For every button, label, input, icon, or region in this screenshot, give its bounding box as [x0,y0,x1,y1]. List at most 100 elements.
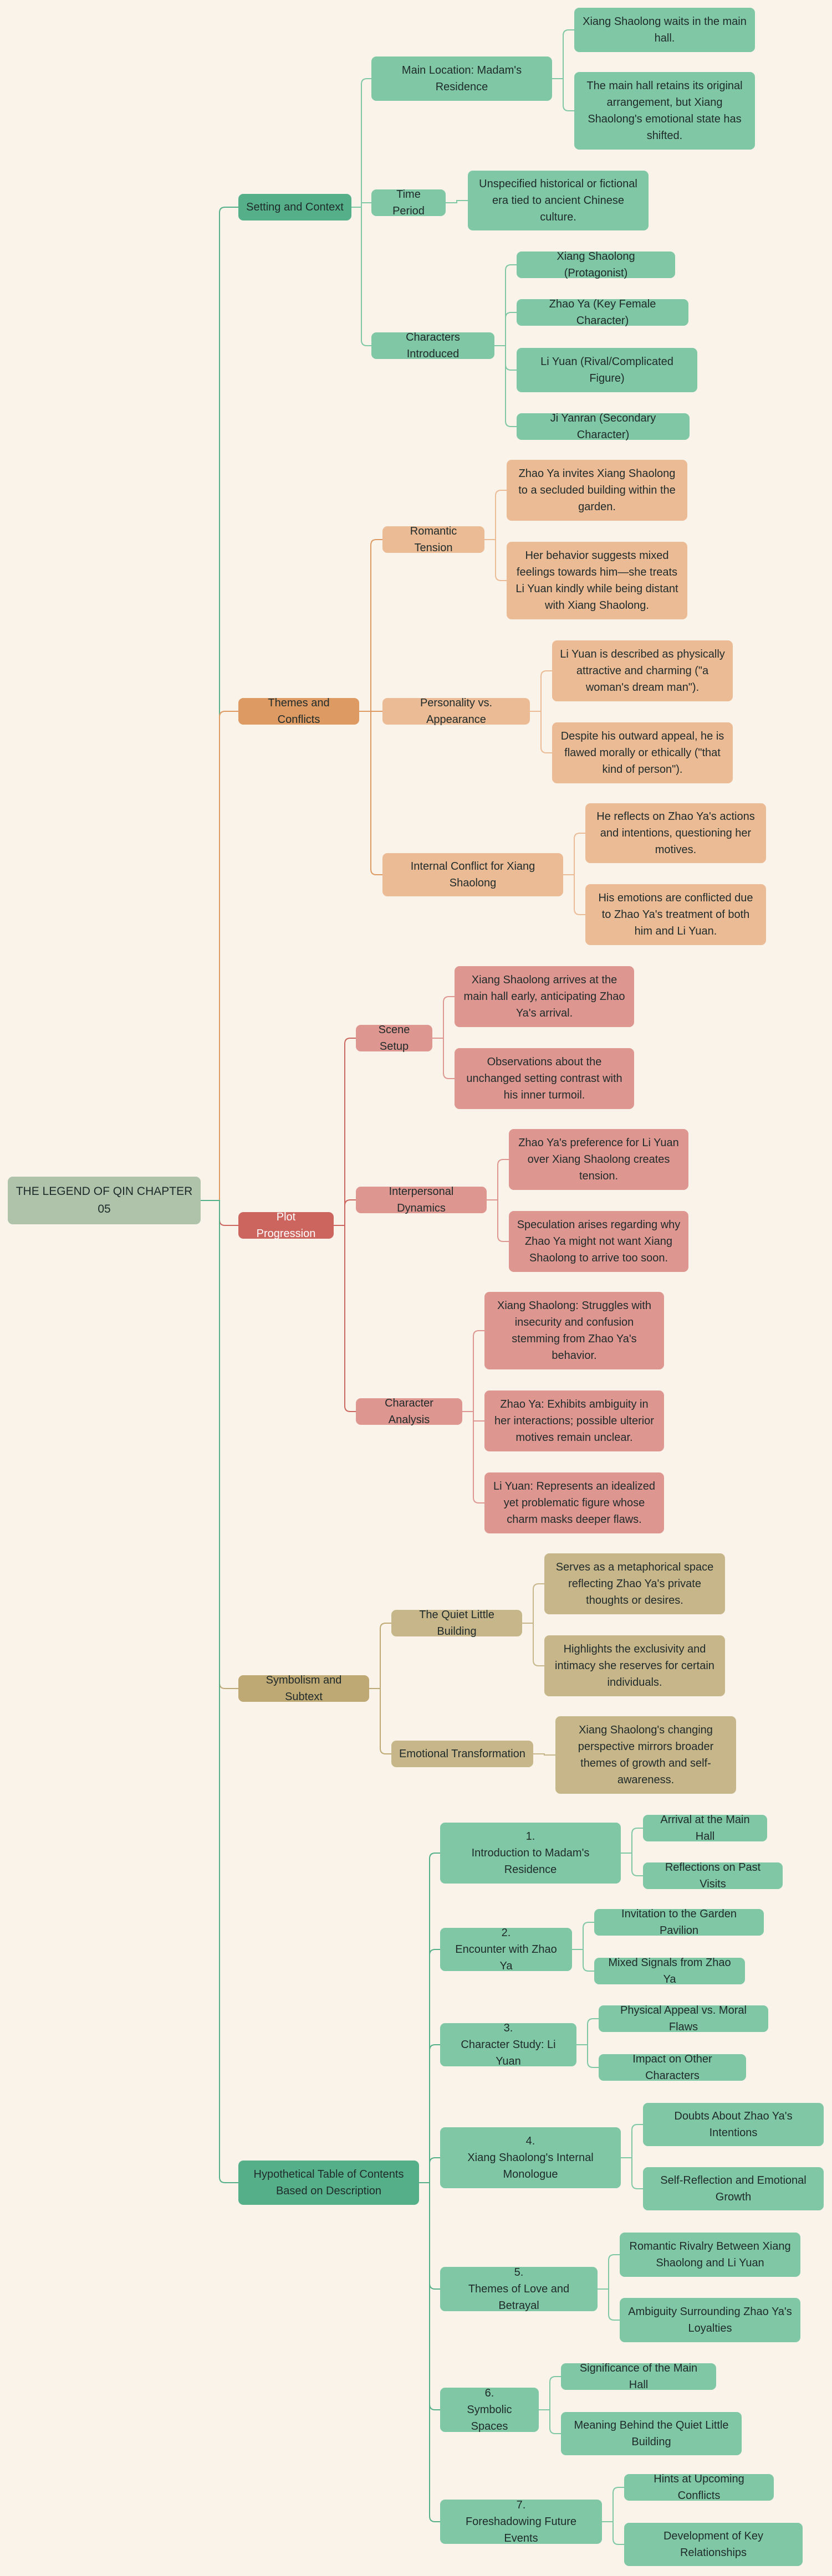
leaf-character-xiang-shaolong: Xiang Shaolong (Protagonist) [517,250,675,279]
node-label: The Quiet Little Building [419,1609,494,1638]
leaf-scene-1: Xiang Shaolong arrives at the main hall … [455,966,634,1027]
node-character-analysis: Character Analysis [356,1397,462,1426]
connector-line [552,78,574,111]
leaf-text: Self-Reflection and Emotional Growth [660,2174,807,2203]
connector-line [621,2124,643,2158]
connector-line [432,996,455,1039]
node-label: Time Period [392,188,425,217]
leaf-text: Unspecified historical or fictional era … [479,178,637,223]
connector-line [576,2044,599,2068]
branch-label: Themes and Conflicts [268,697,330,726]
connector-line [539,2376,561,2410]
connector-line [598,2254,620,2290]
toc-item-7-2: Development of Key Relationships [624,2523,803,2566]
chapter-number: 6. [484,2387,494,2399]
chapter-number: 2. [501,1927,511,1939]
connector-line [522,1583,544,1624]
leaf-romantic-2: Her behavior suggests mixed feelings tow… [507,542,687,619]
leaf-building-1: Serves as a metaphorical space reflectin… [544,1553,725,1614]
connector-line [201,711,238,1201]
toc-item-3-1: Physical Appeal vs. Moral Flaws [599,2004,768,2033]
toc-item-7-1: Hints at Upcoming Conflicts [624,2473,774,2502]
connector-line [201,207,238,1201]
leaf-text: Invitation to the Garden Pavilion [621,1908,737,1937]
leaf-location-2: The main hall retains its original arran… [574,72,755,150]
connector-line [621,1828,643,1854]
toc-chapter-6: 6.Symbolic Spaces [440,2387,539,2433]
leaf-location-1: Xiang Shaolong waits in the main hall. [574,8,755,52]
toc-chapter-4: 4.Xiang Shaolong's Internal Monologue [440,2127,621,2188]
toc-chapter-7: 7.Foreshadowing Future Events [440,2499,602,2544]
toc-item-4-2: Self-Reflection and Emotional Growth [643,2167,824,2210]
toc-item-1-1: Arrival at the Main Hall [643,1814,767,1843]
leaf-text: Li Yuan is described as physically attra… [560,648,725,694]
branch-label: Setting and Context [246,201,344,213]
connector-line [602,2487,624,2522]
leaf-analysis-xiang-shaolong: Xiang Shaolong: Struggles with insecurit… [484,1292,664,1369]
leaf-text: The main hall retains its original arran… [586,80,743,142]
leaf-text: Xiang Shaolong: Struggles with insecurit… [497,1300,651,1362]
connector-line [530,670,552,712]
leaf-text: Zhao Ya invites Xiang Shaolong to a secl… [518,468,676,513]
node-label: Personality vs. Appearance [420,697,493,726]
chapter-title: Encounter with Zhao Ya [455,1943,557,1972]
leaf-interpersonal-1: Zhao Ya's preference for Li Yuan over Xi… [509,1129,688,1190]
leaf-text: Serves as a metaphorical space reflectin… [555,1561,714,1607]
connector-line [462,1411,484,1503]
leaf-character-zhao-ya: Zhao Ya (Key Female Character) [517,298,688,327]
leaf-text: Observations about the unchanged setting… [466,1056,622,1101]
leaf-romantic-1: Zhao Ya invites Xiang Shaolong to a secl… [507,460,687,521]
connector-line [432,1038,455,1079]
leaf-text: Meaning Behind the Quiet Little Building [574,2419,729,2448]
node-label: Romantic Tension [410,525,457,554]
leaf-analysis-li-yuan: Li Yuan: Represents an idealized yet pro… [484,1472,664,1533]
toc-item-2-2: Mixed Signals from Zhao Ya [594,1957,745,1985]
leaf-text: Ji Yanran (Secondary Character) [550,412,656,441]
toc-item-5-1: Romantic Rivalry Between Xiang Shaolong … [620,2233,800,2277]
leaf-text: Ambiguity Surrounding Zhao Ya's Loyaltie… [628,2306,792,2334]
node-label: Interpersonal Dynamics [389,1186,454,1214]
toc-chapter-5: 5.Themes of Love and Betrayal [440,2266,598,2312]
connector-line [359,711,382,875]
leaf-text: Significance of the Main Hall [579,2362,698,2391]
node-label: Internal Conflict for Xiang Shaolong [410,860,535,889]
connector-line [494,345,517,427]
connector-line [201,1200,238,2183]
leaf-character-li-yuan: Li Yuan (Rival/Complicated Figure) [517,348,697,392]
connector-line [487,1199,509,1242]
toc-item-2-1: Invitation to the Garden Pavilion [594,1908,764,1937]
toc-item-1-2: Reflections on Past Visits [643,1861,783,1890]
connector-line [552,29,574,79]
leaf-text: Speculation arises regarding why Zhao Ya… [517,1219,681,1264]
leaf-text: Hints at Upcoming Conflicts [654,2473,744,2502]
leaf-text: Zhao Ya (Key Female Character) [549,298,656,327]
toc-chapter-2: 2. Encounter with Zhao Ya [440,1927,572,1972]
leaf-emotional-1: Xiang Shaolong's changing perspective mi… [555,1716,736,1794]
leaf-text: Li Yuan (Rival/Complicated Figure) [540,356,673,384]
leaf-text: His emotions are conflicted due to Zhao … [598,892,753,937]
connector-line [369,1623,391,1689]
toc-item-5-2: Ambiguity Surrounding Zhao Ya's Loyaltie… [620,2298,800,2342]
toc-item-6-1: Significance of the Main Hall [561,2362,716,2391]
node-label: Main Location: Madam's Residence [401,64,522,93]
node-emotional-transformation: Emotional Transformation [391,1741,533,1767]
connector-line [334,1199,356,1226]
leaf-text: Xiang Shaolong (Protagonist) [557,250,635,279]
node-label: Character Analysis [385,1397,433,1426]
connector-line [621,1853,643,1876]
node-label: Emotional Transformation [399,1748,525,1760]
leaf-text: Despite his outward appeal, he is flawed… [560,730,724,776]
leaf-text: Her behavior suggests mixed feelings tow… [515,550,678,612]
chapter-number: 4. [525,2135,535,2147]
node-main-location: Main Location: Madam's Residence [371,57,552,101]
node-romantic-tension: Romantic Tension [382,525,484,554]
connector-line [334,1225,356,1412]
chapter-title: Foreshadowing Future Events [465,2516,577,2544]
chapter-title: Themes of Love and Betrayal [468,2283,570,2312]
leaf-internal-2: His emotions are conflicted due to Zhao … [585,884,766,945]
leaf-text: Li Yuan: Represents an idealized yet pro… [493,1480,656,1526]
leaf-text: Xiang Shaolong arrives at the main hall … [463,974,625,1019]
node-time-period: Time Period [371,188,446,217]
